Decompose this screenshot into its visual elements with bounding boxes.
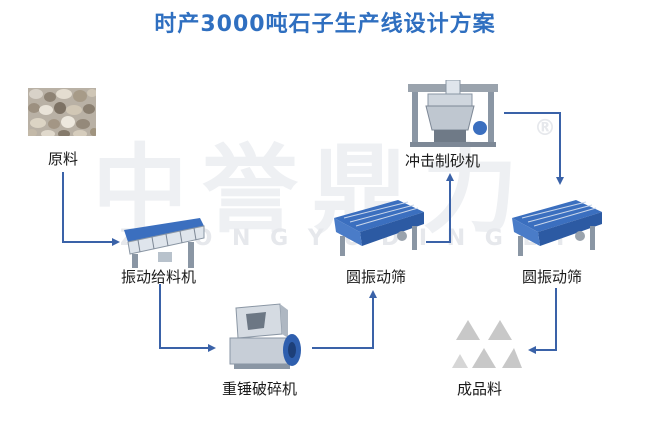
arrow-feeder-to-crusher [159, 284, 216, 352]
gravel-pile-photo-icon [28, 88, 96, 136]
stockpile-triangles-icon [452, 320, 522, 368]
vibrating-feeder-machine-icon [124, 218, 205, 268]
hammer-crusher-label: 重锤破碎机 [222, 380, 298, 398]
impact-sand-maker-machine-icon [408, 80, 498, 147]
arrow-raw-to-feeder [62, 172, 120, 246]
diagram-title: 时产3000吨石子生产线设计方案 [154, 12, 496, 37]
finished-product-label: 成品料 [457, 380, 503, 398]
vibrating-feeder-label: 振动给料机 [121, 268, 197, 286]
hammer-crusher-machine-icon [229, 303, 301, 369]
arrow-screen2-to-product [528, 288, 557, 354]
sand-making-machine-label: 冲击制砂机 [405, 152, 481, 170]
vibrating-screen-machine-icon [512, 200, 602, 256]
arrow-crusher-to-screen1 [312, 290, 377, 349]
arrow-sandmaker-to-screen2 [504, 112, 564, 185]
vibrating-screen-1-label: 圆振动筛 [346, 268, 407, 286]
vibrating-screen-2-label: 圆振动筛 [522, 268, 583, 286]
raw-material-label: 原料 [48, 150, 79, 168]
watermark-registered-mark: ® [534, 116, 556, 141]
vibrating-screen-machine-icon [334, 200, 424, 256]
arrow-screen1-to-sandmaker [426, 173, 454, 243]
